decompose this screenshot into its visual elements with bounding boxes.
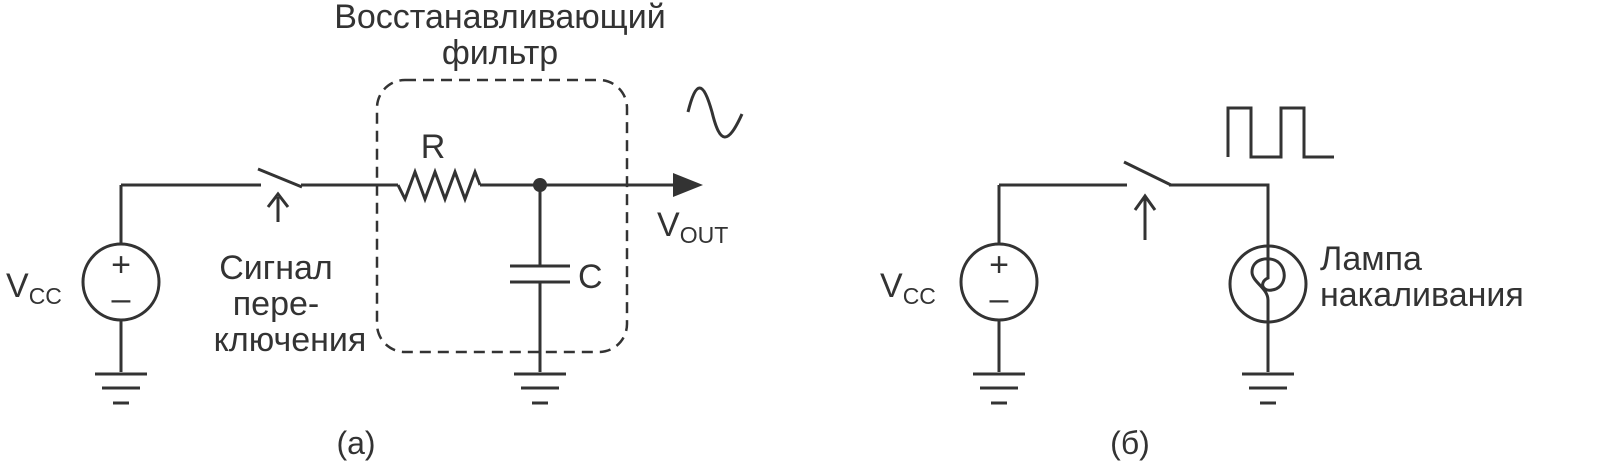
filter-label-line1: Восстанавливающий xyxy=(334,0,666,36)
source-a-plus: + xyxy=(111,246,131,284)
switch-label-line1: Сигнал xyxy=(219,249,332,287)
capacitor-label: C xyxy=(578,258,603,296)
voltage-source-a: + – VCC xyxy=(6,185,161,372)
switch-label-line2: пере- xyxy=(233,285,319,323)
source-a-minus: – xyxy=(112,280,131,318)
output-label: VOUT xyxy=(657,206,728,248)
switch-control-arrow-a xyxy=(266,191,290,222)
capacitor-c xyxy=(510,185,570,372)
lamp-label-line2: накаливания xyxy=(1320,276,1524,314)
lamp-label-line1: Лампа xyxy=(1320,240,1422,278)
ground-symbol-b1 xyxy=(973,372,1025,405)
output-arrow xyxy=(540,173,703,197)
filter-label-line2: фильтр xyxy=(442,34,558,72)
switch-b xyxy=(1123,160,1270,247)
square-wave-icon xyxy=(1226,106,1334,159)
source-a-label: VCC xyxy=(6,267,62,309)
resistor-r xyxy=(396,167,540,204)
lamp-symbol xyxy=(1228,244,1308,372)
voltage-source-b: + – VCC xyxy=(880,185,1039,372)
ground-symbol-b2 xyxy=(1242,372,1294,405)
source-b-label: VCC xyxy=(880,267,936,309)
caption-b: (б) xyxy=(1110,425,1150,461)
caption-a: (а) xyxy=(336,425,375,461)
filter-boundary-box xyxy=(375,78,629,354)
circuit-a: Восстанавливающий фильтр + – VCC xyxy=(6,0,744,461)
switch-label-line3: ключения xyxy=(214,321,367,359)
ground-symbol-a2 xyxy=(514,372,566,405)
ground-symbol-a1 xyxy=(95,372,147,405)
switch-control-arrow-b xyxy=(1133,193,1157,240)
source-b-minus: – xyxy=(990,280,1009,318)
resistor-label: R xyxy=(421,128,446,166)
sine-wave-icon xyxy=(686,86,744,139)
circuit-b: + – VCC Лампа накал xyxy=(880,106,1524,461)
source-b-plus: + xyxy=(989,246,1009,284)
switch-a xyxy=(257,167,398,189)
